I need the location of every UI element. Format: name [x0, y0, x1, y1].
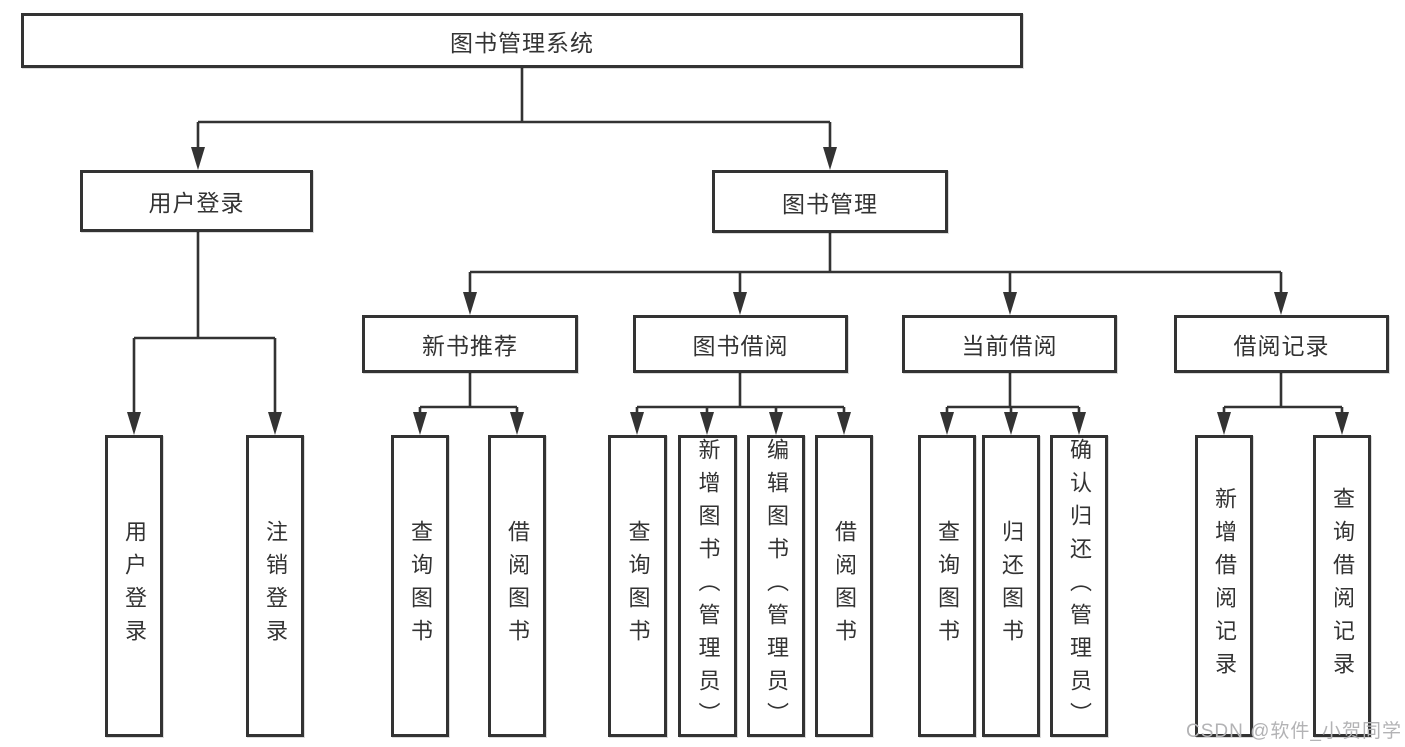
arrowhead-icon — [127, 412, 141, 435]
node-new-books: 新书推荐 — [362, 315, 578, 373]
arrowhead-icon — [510, 412, 524, 435]
node-root: 图书管理系统 — [21, 13, 1023, 68]
edge-borrow-records-to-leaves — [1222, 373, 1344, 418]
node-book-mgmt: 图书管理 — [712, 170, 948, 233]
node-current-borrow: 当前借阅 — [902, 315, 1117, 373]
edge-user-login-to-leaves — [132, 232, 277, 418]
arrowhead-icon — [769, 412, 783, 435]
leaf-nb-query-books: 查询图书 — [391, 435, 449, 737]
edge-book-mgmt-to-level3 — [468, 233, 1283, 297]
node-book-borrow: 图书借阅 — [633, 315, 848, 373]
arrowhead-icon — [191, 147, 205, 170]
leaf-br-add-record: 新增借阅记录 — [1195, 435, 1253, 737]
arrowhead-icon — [1217, 412, 1231, 435]
edge-book-borrow-to-leaves — [635, 373, 846, 418]
leaf-bb-add-books-admin: 新增图书（管理员） — [678, 435, 737, 737]
leaf-br-query-record: 查询借阅记录 — [1313, 435, 1371, 737]
arrowhead-icon — [268, 412, 282, 435]
arrowhead-icon — [630, 412, 644, 435]
leaf-cb-confirm-return-admin: 确认归还（管理员） — [1050, 435, 1108, 737]
node-user-login: 用户登录 — [80, 170, 313, 232]
edge-root-to-level2 — [196, 68, 832, 152]
arrowhead-icon — [1004, 412, 1018, 435]
watermark: CSDN @软件_小贺同学 — [1186, 721, 1402, 742]
arrowhead-icon — [823, 147, 837, 170]
arrowhead-icon — [837, 412, 851, 435]
arrowhead-icon — [1003, 292, 1017, 315]
leaf-cb-query-books: 查询图书 — [918, 435, 976, 737]
arrowhead-icon — [733, 292, 747, 315]
leaf-cb-return-books: 归还图书 — [982, 435, 1040, 737]
arrowhead-icon — [1072, 412, 1086, 435]
leaf-user-login: 用户登录 — [105, 435, 163, 737]
node-borrow-records: 借阅记录 — [1174, 315, 1389, 373]
edge-new-books-to-leaves — [418, 373, 519, 418]
leaf-bb-borrow-books: 借阅图书 — [815, 435, 873, 737]
leaf-logout: 注销登录 — [246, 435, 304, 737]
arrowhead-icon — [1335, 412, 1349, 435]
leaf-bb-edit-books-admin: 编辑图书（管理员） — [747, 435, 805, 737]
arrowhead-icon — [413, 412, 427, 435]
arrowhead-icon — [1274, 292, 1288, 315]
arrowhead-icon — [463, 292, 477, 315]
arrowhead-icon — [940, 412, 954, 435]
leaf-nb-borrow-books: 借阅图书 — [488, 435, 546, 737]
leaf-bb-query-books: 查询图书 — [608, 435, 667, 737]
edge-current-borrow-to-leaves — [945, 373, 1081, 418]
arrowhead-icon — [700, 412, 714, 435]
